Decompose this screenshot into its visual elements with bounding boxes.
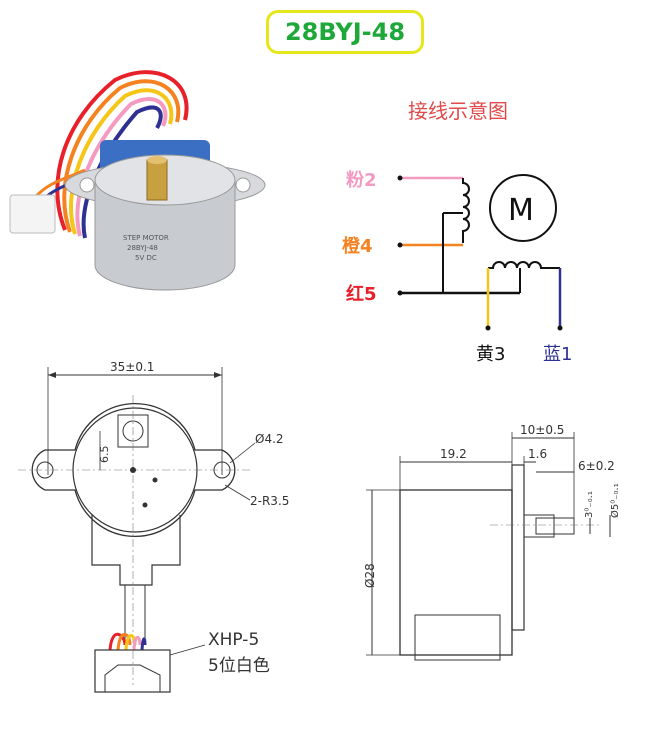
dim-width: 35±0.1 xyxy=(110,360,154,374)
dim-19-2: 19.2 xyxy=(440,447,467,461)
photo-label-1: STEP MOTOR xyxy=(123,234,169,242)
dim-10: 10±0.5 xyxy=(520,423,564,437)
dim-6: 6±0.2 xyxy=(578,459,615,473)
wiring-diagram: 接线示意图 M 粉2 橙4 红5 黄3 蓝1 xyxy=(342,99,572,365)
dim-dia28: Ø28 xyxy=(363,563,377,588)
wiring-heading: 接线示意图 xyxy=(408,99,508,123)
dim-radius: 2-R3.5 xyxy=(250,494,289,508)
dim-3: 3⁰₋₀.₁ xyxy=(584,491,595,518)
dim-offset: 6.5 xyxy=(98,446,111,464)
motor-symbol: M xyxy=(508,193,534,228)
title-badge: 28BYJ-48 xyxy=(266,10,424,54)
label-yellow: 黄3 xyxy=(476,344,505,365)
label-blue: 蓝1 xyxy=(543,344,572,365)
label-red: 红5 xyxy=(346,283,377,305)
label-pink: 粉2 xyxy=(346,169,377,191)
dim-5: Ø5⁰₋₀.₁ xyxy=(609,483,621,518)
connector-name: XHP-5 xyxy=(208,630,259,650)
dim-hole: Ø4.2 xyxy=(255,432,284,446)
label-orange: 橙4 xyxy=(342,235,373,257)
side-view-drawing: 19.2 10±0.5 1.6 6±0.2 Ø28 3⁰₋₀.₁ Ø5⁰₋₀.₁ xyxy=(363,423,621,661)
connector-desc: 5位白色 xyxy=(208,656,270,676)
dim-1-6: 1.6 xyxy=(528,447,547,461)
photo-label-3: 5V DC xyxy=(135,254,157,262)
motor-photo: STEP MOTOR 28BYJ-48 5V DC xyxy=(9,70,266,291)
model-title: 28BYJ-48 xyxy=(284,18,406,46)
photo-label-2: 28BYJ-48 xyxy=(127,244,158,252)
front-view-drawing: 35±0.1 6.5 Ø4.2 2-R3.5 XHP-5 5位白色 xyxy=(18,360,289,693)
